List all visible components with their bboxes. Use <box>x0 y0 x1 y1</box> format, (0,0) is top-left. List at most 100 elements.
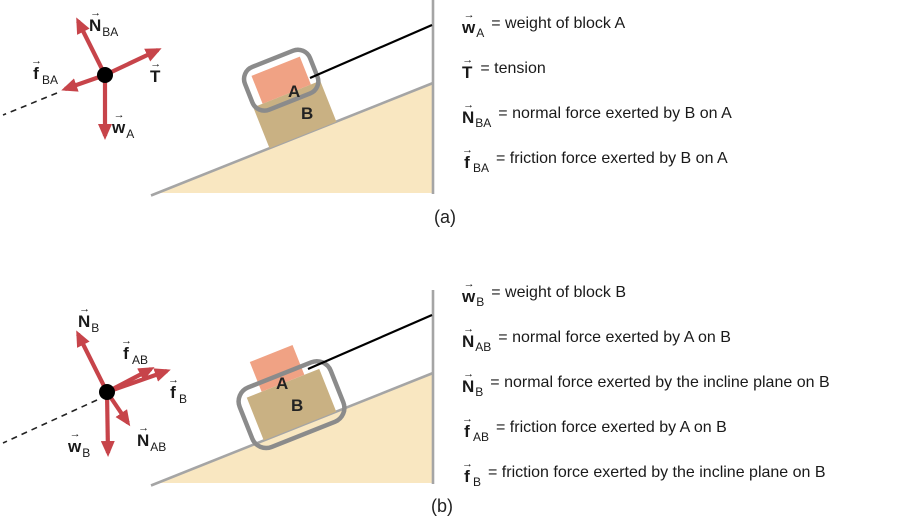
vector-letter: N <box>462 376 475 396</box>
vector-subscript: AB <box>132 352 149 367</box>
block-b-a <box>253 80 337 149</box>
vector-arrow-icon: → <box>463 367 474 380</box>
vector-arrow-icon: → <box>90 7 101 19</box>
vector-subscript: B <box>476 295 485 310</box>
vector-letter: T <box>150 67 161 86</box>
vector-subscript: B <box>91 320 100 335</box>
vector-arrow-icon: → <box>150 58 161 70</box>
panel-b-caption: (b) <box>431 496 453 516</box>
vector-letter: w <box>462 17 476 37</box>
vector-letter: f <box>464 421 470 441</box>
vector-subscript: BA <box>102 24 119 39</box>
legend-description: = weight of block A <box>491 15 626 32</box>
vector-arrow-icon: → <box>121 335 132 347</box>
force-arrow-t <box>104 48 162 77</box>
legend-description: = normal force exerted by A on B <box>498 329 731 346</box>
incline-surface-b <box>150 371 434 487</box>
vector-arrow-icon: → <box>168 374 179 386</box>
system-outline-b <box>236 359 347 451</box>
vector-symbol: →T <box>462 53 473 82</box>
rope-b <box>307 313 433 371</box>
vector-subscript: AB <box>473 430 490 445</box>
block-stack-a <box>241 47 337 149</box>
legend-description: = friction force exerted by B on A <box>496 150 728 167</box>
vector-letter: N <box>462 331 475 351</box>
vector-symbol: →T <box>150 58 161 86</box>
vector-arrow-icon: → <box>138 422 149 434</box>
vector-letter: N <box>89 16 102 35</box>
particle-dot-a <box>97 67 113 83</box>
legend-description: = friction force exerted by A on B <box>496 419 727 436</box>
block-b-label-a: B <box>301 104 314 123</box>
force-arrow-n-ba <box>76 17 107 76</box>
vector-letter: w <box>462 286 476 306</box>
legend-description: = normal force exerted by the incline pl… <box>490 374 830 391</box>
vector-subscript: B <box>475 385 484 400</box>
rope-a <box>309 23 433 80</box>
system-outline-a <box>241 47 321 113</box>
block-a-a <box>251 56 311 104</box>
vector-arrow-icon: → <box>462 457 473 470</box>
vector-subscript: AB <box>475 340 492 355</box>
vector-arrow-icon: → <box>462 53 473 66</box>
vector-arrow-icon: → <box>69 428 81 440</box>
vector-arrow-icon: → <box>113 109 125 121</box>
force-arrow-n-b <box>76 330 109 393</box>
particle-dot-b <box>99 384 115 400</box>
block-a-label-a: A <box>288 82 301 101</box>
vector-subscript: BA <box>42 72 59 87</box>
vector-letter: f <box>123 344 129 363</box>
legend-item: →T = tension <box>462 53 732 82</box>
vector-subscript: A <box>126 126 135 141</box>
vector-arrow-icon: → <box>463 322 474 335</box>
force-arrow-f-b <box>106 368 171 394</box>
vector-arrow-icon: → <box>463 98 474 111</box>
panel-a-caption: (a) <box>434 207 456 227</box>
vector-letter: f <box>464 152 470 172</box>
vector-arrow-icon: → <box>79 303 90 315</box>
vector-letter: f <box>170 383 176 402</box>
vector-letter: N <box>137 431 150 450</box>
legend-description: = weight of block B <box>491 284 626 301</box>
vector-arrow-icon: → <box>462 143 473 156</box>
block-stack-b <box>236 345 347 451</box>
block-b-b <box>246 368 337 441</box>
vector-arrow-icon: → <box>463 277 475 290</box>
legend-description: = tension <box>480 60 546 77</box>
vector-subscript: B <box>82 445 91 460</box>
vector-subscript: BA <box>475 116 492 131</box>
vector-arrow-icon: → <box>463 8 475 21</box>
legend-description: = friction force exerted by the incline … <box>488 464 826 481</box>
vector-letter: f <box>464 466 470 486</box>
vector-subscript: A <box>476 26 485 41</box>
